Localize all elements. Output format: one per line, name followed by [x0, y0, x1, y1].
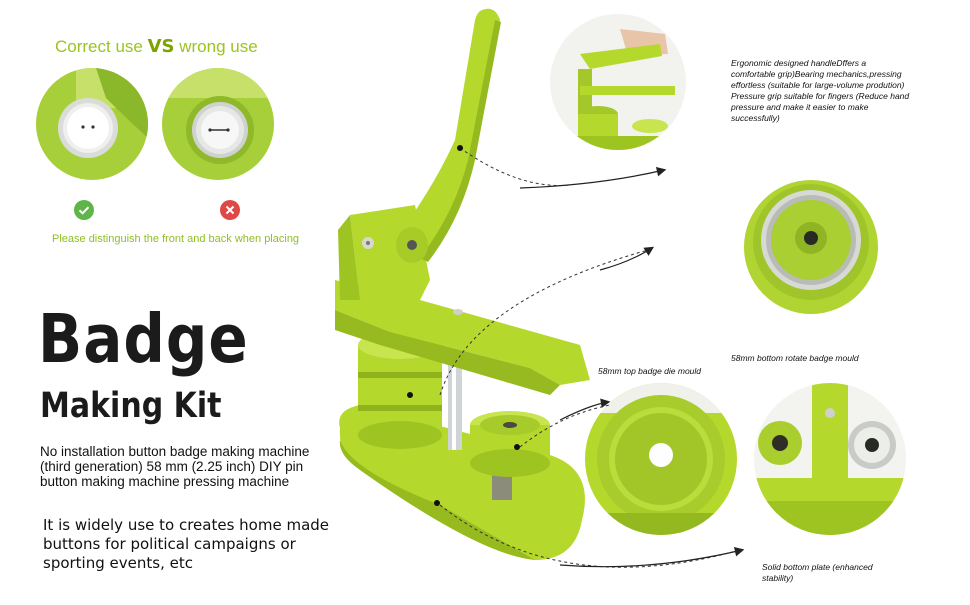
bottom-plate-photo	[754, 383, 906, 535]
bottom-plate-callout: Solid bottom plate (enhanced stability)	[762, 562, 873, 583]
handle-callout: Ergonomic designed handleDffers a comfor…	[731, 58, 910, 123]
handle-photo	[550, 14, 686, 150]
placement-hint: Please distinguish the front and back wh…	[52, 233, 300, 245]
wrong-placement-photo	[162, 68, 274, 180]
check-circle-icon	[74, 200, 94, 220]
correct-use-label: Correct use	[55, 37, 148, 56]
product-usage: It is widely use to creates home made bu…	[43, 516, 330, 572]
product-subtitle: Making Kit	[40, 386, 222, 427]
top-mould-callout: 58mm top badge die mould	[598, 366, 702, 376]
bottom-mould-callout: 58mm bottom rotate badge mould	[731, 353, 859, 363]
bottom-mould-photo	[744, 180, 878, 314]
product-description: No installation button badge making mach…	[40, 444, 310, 489]
vs-label: VS	[147, 36, 175, 57]
correct-vs-wrong-title: Correct use VS wrong use	[55, 36, 258, 57]
product-title: Badge	[38, 300, 249, 379]
wrong-use-label: wrong use	[174, 37, 258, 56]
top-mould-photo	[585, 383, 737, 535]
correct-placement-photo	[36, 68, 148, 180]
x-circle-icon	[220, 200, 240, 220]
